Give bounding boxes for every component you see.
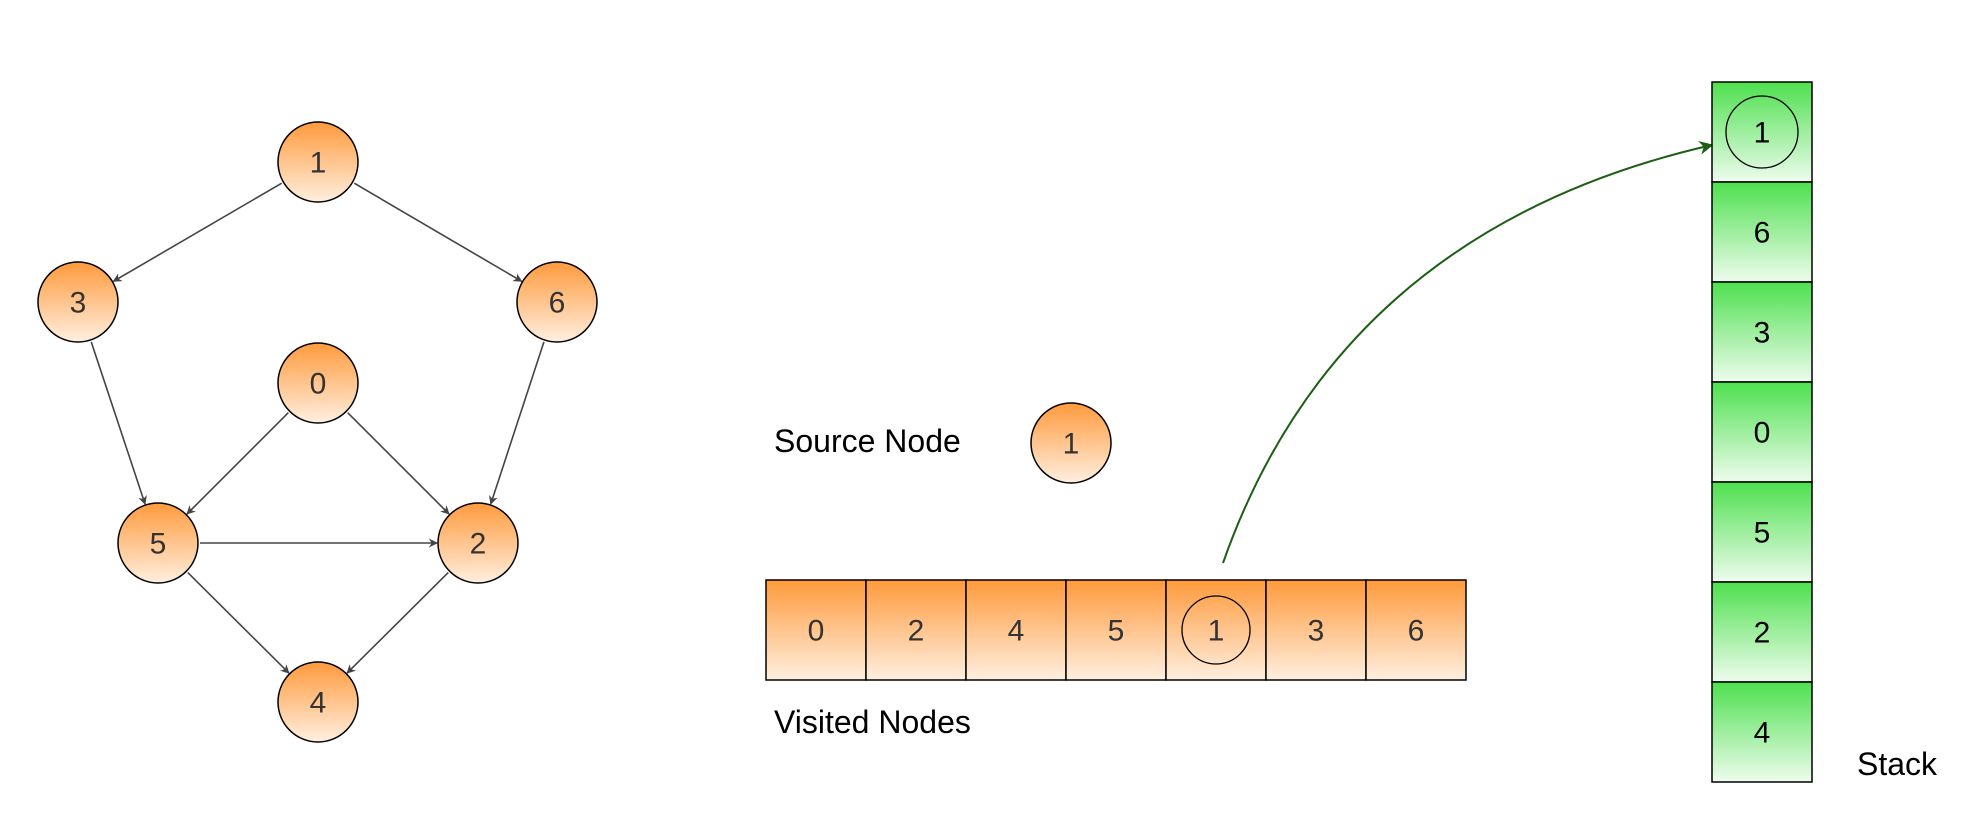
stack-cell-value: 3: [1754, 317, 1771, 350]
stack-cell: 5: [1711, 481, 1813, 583]
stack-cell-value: 0: [1754, 417, 1771, 450]
visited-cell: 4: [965, 579, 1067, 681]
graph-nodes: 1 3 6 0 5 2 4: [37, 121, 598, 743]
stack-cell: 1: [1711, 81, 1813, 183]
stack-cell: 3: [1711, 281, 1813, 383]
graph-node-3: 3: [37, 261, 119, 343]
graph-node-label: 2: [470, 528, 487, 561]
edge-5-4: [187, 572, 290, 674]
visited-cell-value: 5: [1108, 615, 1125, 648]
source-node-label: Source Node: [774, 423, 961, 459]
visited-cell: 3: [1265, 579, 1367, 681]
graph-node-label: 5: [150, 528, 167, 561]
stack-label: Stack: [1857, 746, 1938, 782]
graph-node-6: 6: [516, 261, 598, 343]
stack-cell-value: 6: [1754, 217, 1771, 250]
visited-cell: 5: [1065, 579, 1167, 681]
visited-cell: 0: [765, 579, 867, 681]
graph-node-5: 5: [117, 502, 199, 584]
graph-node-1: 1: [277, 121, 359, 203]
visited-cell-value: 1: [1208, 615, 1225, 648]
visited-cell: 6: [1365, 579, 1467, 681]
edge-6-2: [489, 341, 545, 505]
current-node-ring: [1181, 595, 1251, 665]
visited-cell-value: 0: [808, 615, 825, 648]
graph-node-label: 0: [310, 368, 327, 401]
graph-edges: [90, 182, 545, 674]
edge-1-3: [112, 182, 283, 283]
stack-cell-value: 2: [1754, 617, 1771, 650]
stack-top-ring: [1725, 95, 1799, 169]
source-node: 1: [1030, 402, 1112, 484]
graph-node-0: 0: [277, 342, 359, 424]
push-arrow: [1222, 140, 1714, 564]
stack-cell: 6: [1711, 181, 1813, 283]
graph-node-label: 1: [310, 147, 327, 180]
edge-2-4: [346, 572, 449, 674]
stack-cell-value: 1: [1754, 117, 1771, 150]
graph-node-label: 3: [70, 287, 87, 320]
stack-cell: 2: [1711, 581, 1813, 683]
source-node-value: 1: [1063, 428, 1080, 461]
graph-node-label: 6: [549, 287, 566, 320]
edge-0-5: [186, 412, 289, 515]
edge-0-2: [347, 412, 450, 515]
stack-cell: 0: [1711, 381, 1813, 483]
edge-3-5: [90, 341, 147, 505]
stack-cell-value: 5: [1754, 517, 1771, 550]
visited-cell: 1: [1165, 579, 1267, 681]
graph-node-label: 4: [310, 687, 327, 720]
visited-cell-value: 6: [1408, 615, 1425, 648]
visited-cell-value: 4: [1008, 615, 1025, 648]
edge-1-6: [353, 182, 523, 282]
graph-node-2: 2: [437, 502, 519, 584]
visited-nodes-label: Visited Nodes: [774, 704, 971, 740]
visited-cell: 2: [865, 579, 967, 681]
stack-cell: 4: [1711, 681, 1813, 783]
visited-cell-value: 2: [908, 615, 925, 648]
stack: 1 6 3 0 5 2 4: [1711, 81, 1813, 783]
visited-nodes-array: 0 2 4 5 1 3 6: [765, 579, 1467, 681]
stack-cell-value: 4: [1754, 717, 1771, 750]
graph-node-4: 4: [277, 661, 359, 743]
visited-cell-value: 3: [1308, 615, 1325, 648]
